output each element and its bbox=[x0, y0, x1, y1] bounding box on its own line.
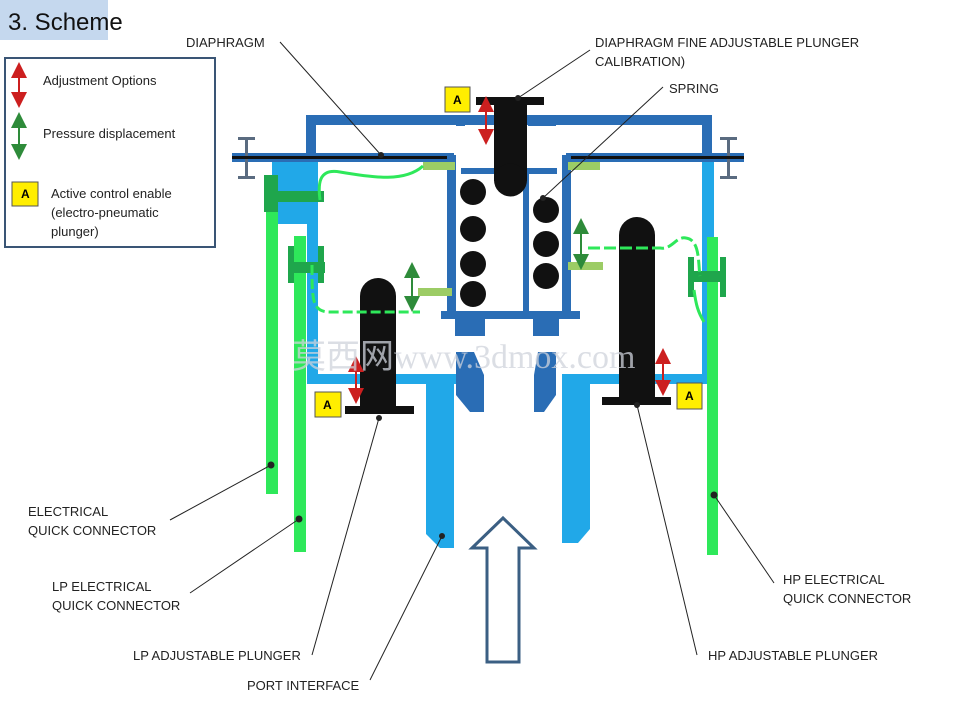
spring-coil bbox=[460, 216, 486, 242]
cage-divider bbox=[523, 174, 529, 311]
housing-left-upper bbox=[306, 115, 316, 160]
diaphragm-left bbox=[232, 156, 454, 159]
svg-text:A: A bbox=[453, 93, 462, 107]
legend-active-line2: (electro-pneumatic bbox=[51, 205, 159, 220]
housing-right-upper bbox=[702, 115, 712, 160]
legend-frame bbox=[4, 57, 216, 248]
title-block: 3. Scheme bbox=[0, 0, 123, 40]
label-hp-electrical-line1: HP ELECTRICAL bbox=[783, 572, 885, 587]
label-lp-plunger: LP ADJUSTABLE PLUNGER bbox=[133, 648, 301, 663]
label-port-interface: PORT INTERFACE bbox=[247, 678, 360, 693]
spring-coil bbox=[460, 179, 486, 205]
spring-coil bbox=[460, 281, 486, 307]
body-left-wall bbox=[307, 224, 318, 384]
legend-active-line1: Active control enable bbox=[51, 186, 172, 201]
badge-fine: A bbox=[444, 86, 471, 113]
fine-plunger bbox=[456, 97, 556, 197]
spring-coil bbox=[533, 231, 559, 257]
legend-active-line3: plunger) bbox=[51, 224, 99, 239]
nozzle-right bbox=[534, 352, 556, 412]
label-fine-plunger-line2: CALIBRATION) bbox=[595, 54, 685, 69]
spring-coil bbox=[533, 263, 559, 289]
label-hp-plunger: HP ADJUSTABLE PLUNGER bbox=[708, 648, 878, 663]
legend-adjustment-label: Adjustment Options bbox=[43, 73, 157, 88]
label-fine-plunger-line1: DIAPHRAGM FINE ADJUSTABLE PLUNGER bbox=[595, 35, 859, 50]
electrical-connectors bbox=[264, 175, 726, 555]
legend-badge-text: A bbox=[21, 187, 30, 201]
label-diaphragm: DIAPHRAGM bbox=[186, 35, 265, 50]
diaphragm-right bbox=[566, 156, 744, 159]
piston-mid-right bbox=[568, 262, 603, 270]
hp-electrical-connector-bar bbox=[707, 237, 718, 555]
lp-plunger-base bbox=[345, 406, 414, 414]
piston-mid-left bbox=[418, 288, 452, 296]
legend: Adjustment Options Pressure displacement… bbox=[4, 57, 216, 248]
leader-dots bbox=[267, 95, 718, 539]
cage-foot-right bbox=[533, 319, 559, 336]
spring-coil bbox=[533, 197, 559, 223]
port-left-wall bbox=[426, 374, 454, 534]
port-right-wall bbox=[562, 374, 590, 529]
fine-plunger-cap bbox=[476, 97, 544, 105]
svg-text:A: A bbox=[685, 389, 694, 403]
piston-top-left bbox=[423, 162, 455, 170]
legend-pressure-label: Pressure displacement bbox=[43, 126, 176, 141]
label-electrical-line1: ELECTRICAL bbox=[28, 504, 108, 519]
label-lp-electrical-line1: LP ELECTRICAL bbox=[52, 579, 151, 594]
badge-lp: A bbox=[314, 391, 342, 418]
spring bbox=[460, 179, 559, 307]
page-title: 3. Scheme bbox=[8, 9, 123, 36]
lp-electrical-connector-bar bbox=[294, 236, 306, 552]
flow-up-arrow-icon bbox=[468, 515, 538, 664]
electrical-connector-bar bbox=[266, 180, 278, 494]
piston-top-right bbox=[568, 162, 600, 170]
watermark: 莫西网www.3dmox.com bbox=[292, 338, 635, 376]
spring-coil bbox=[460, 251, 486, 277]
lp-plunger-body bbox=[360, 296, 396, 410]
svg-text:A: A bbox=[323, 398, 332, 412]
hp-plunger-body bbox=[619, 235, 655, 400]
cage-right-wall bbox=[562, 155, 571, 315]
lp-plunger bbox=[345, 278, 414, 414]
title-background bbox=[0, 0, 108, 40]
hp-plunger-base bbox=[602, 397, 671, 405]
hp-plunger bbox=[602, 217, 671, 405]
green-wires bbox=[310, 164, 706, 323]
nozzle-left bbox=[456, 352, 484, 412]
cage-floor bbox=[441, 311, 580, 319]
badge-hp: A bbox=[676, 382, 703, 410]
label-hp-electrical-line2: QUICK CONNECTOR bbox=[783, 591, 911, 606]
cage-left-wall bbox=[447, 155, 456, 315]
label-spring: SPRING bbox=[669, 81, 719, 96]
legend-badge-icon bbox=[11, 181, 39, 207]
label-electrical-line2: QUICK CONNECTOR bbox=[28, 523, 156, 538]
cage-foot-left bbox=[455, 319, 485, 336]
label-lp-electrical-line2: QUICK CONNECTOR bbox=[52, 598, 180, 613]
leader-lines bbox=[169, 41, 775, 681]
